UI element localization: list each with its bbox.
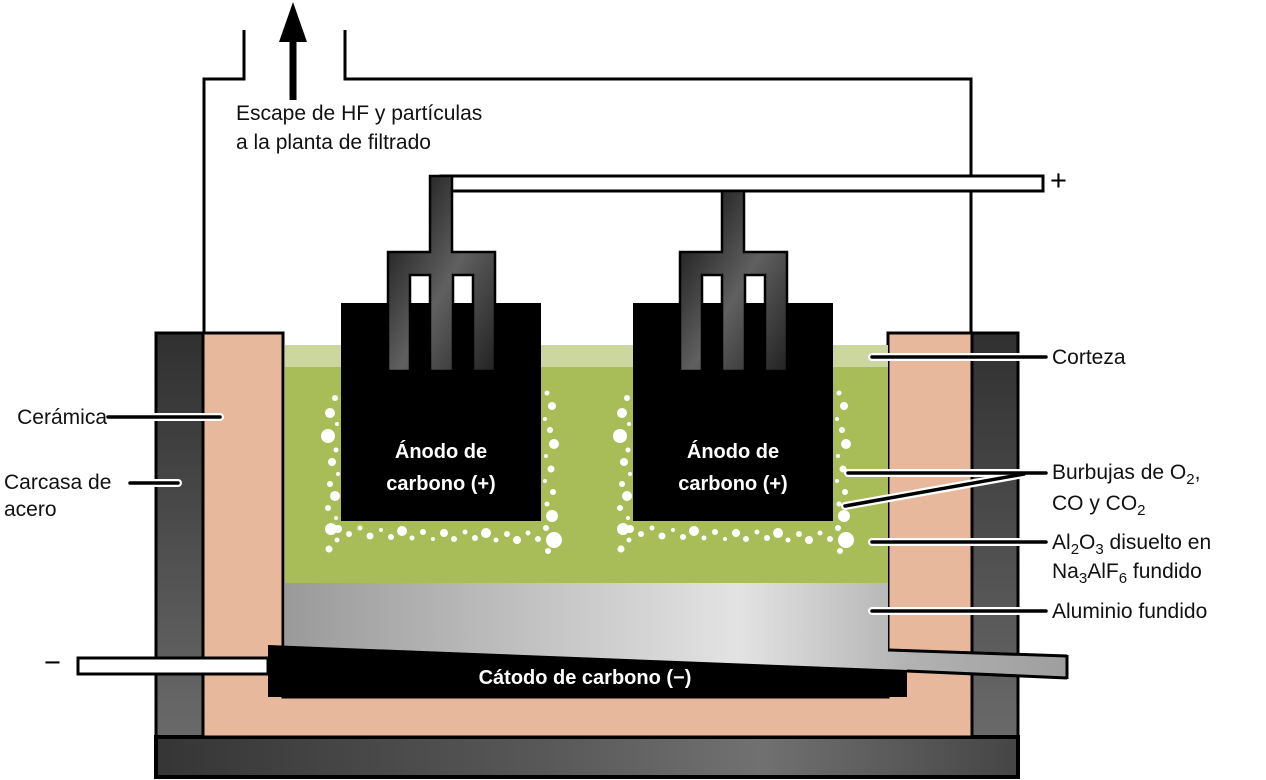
negative-terminal-sign: − bbox=[44, 647, 61, 679]
anode-right-label-line1: Ánodo de bbox=[686, 441, 780, 463]
anode-left-label-line2: carbono (+) bbox=[386, 473, 496, 495]
steel-shell-label-line2: acero bbox=[4, 498, 57, 521]
carbon-cathode-block bbox=[268, 645, 907, 697]
bubbles-label-line1: Burbujas de O2, bbox=[1052, 461, 1201, 489]
aluminum-tap-channel-borders bbox=[887, 648, 1069, 680]
exhaust-arrow-icon bbox=[279, 2, 307, 100]
molten-aluminum-label: Aluminio fundido bbox=[1052, 600, 1208, 623]
steel-shell-label: Carcasa de acero bbox=[4, 469, 111, 523]
negative-bus-bar bbox=[76, 656, 270, 676]
leader-burbujas-2 bbox=[843, 472, 1026, 508]
crust-label: Corteza bbox=[1052, 346, 1126, 369]
anode-right-label: Ánodo de carbono (+) bbox=[633, 436, 833, 500]
steel-shell-left-wall bbox=[154, 331, 205, 739]
cathode-label: Cátodo de carbono (−) bbox=[478, 667, 692, 689]
anode-left-label: Ánodo de carbono (+) bbox=[341, 436, 541, 500]
alumina-label: Al2O3 disuelto en Na3AlF6 fundido bbox=[1052, 528, 1211, 586]
exhaust-hood-line-right bbox=[343, 30, 973, 333]
exhaust-hood-line-left bbox=[202, 30, 246, 333]
exhaust-label-line2: a la planta de filtrado bbox=[236, 131, 431, 154]
alumina-label-line1: Al2O3 disuelto en bbox=[1052, 531, 1212, 559]
ceramic-label: Cerámica bbox=[17, 406, 107, 429]
alumina-label-line2: Na3AlF6 fundido bbox=[1052, 560, 1202, 588]
steel-shell-bottom bbox=[154, 735, 1020, 779]
positive-bus-bar bbox=[439, 174, 1045, 193]
exhaust-label-line1: Escape de HF y partículas bbox=[236, 102, 483, 125]
leader-lines bbox=[104, 353, 1050, 615]
positive-terminal-sign: + bbox=[1050, 165, 1067, 197]
anode-right-label-line2: carbono (+) bbox=[678, 473, 788, 495]
anode-rod-left bbox=[386, 174, 497, 373]
anode-left-label-line1: Ánodo de bbox=[394, 441, 488, 463]
anode-rod-right bbox=[678, 189, 789, 373]
molten-aluminum-layer bbox=[285, 583, 1067, 678]
bubbles-label-line2: CO y CO2 bbox=[1052, 492, 1146, 520]
gas-bubbles bbox=[321, 390, 854, 554]
exhaust-label: Escape de HF y partículas a la planta de… bbox=[236, 99, 482, 157]
steel-shell-label-line1: Carcasa de bbox=[4, 471, 112, 494]
bubbles-label: Burbujas de O2, CO y CO2 bbox=[1052, 457, 1200, 519]
